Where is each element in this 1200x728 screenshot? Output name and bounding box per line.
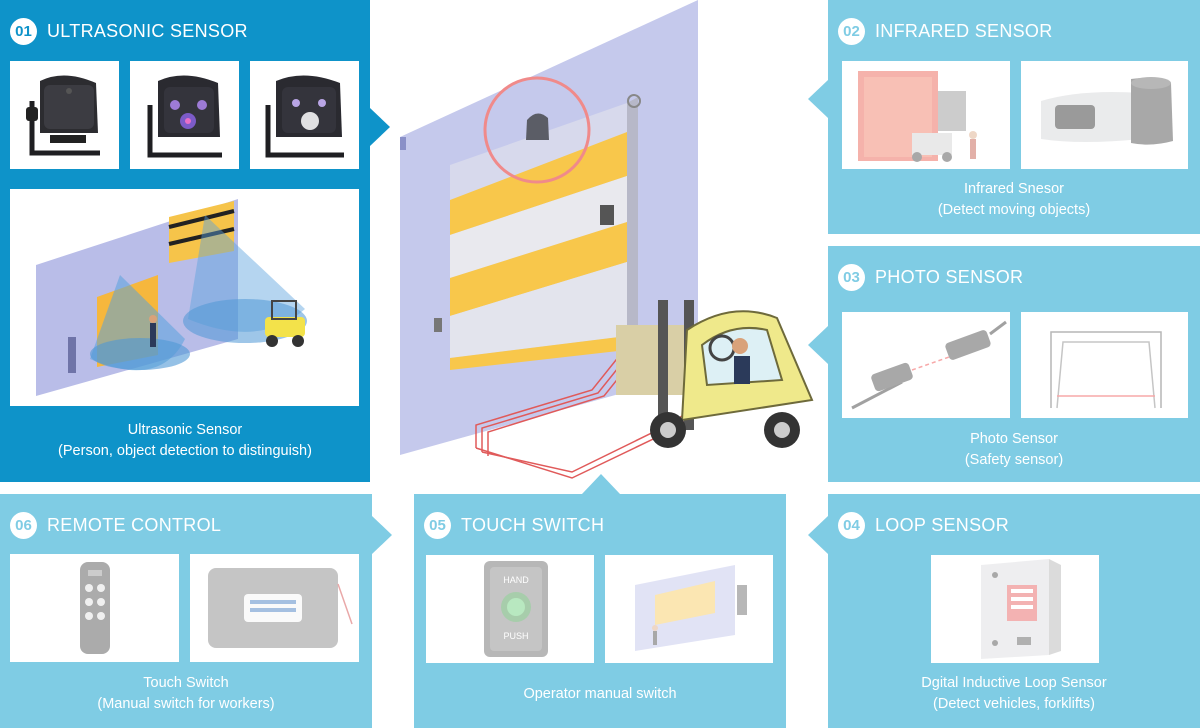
caption-line-1: Touch Switch — [143, 675, 229, 691]
panel-header: 04 LOOP SENSOR — [838, 512, 1009, 539]
photo-sensor-door-diagram[interactable] — [1021, 312, 1188, 418]
panel-title: TOUCH SWITCH — [461, 515, 605, 535]
arrow-left-icon — [808, 326, 828, 364]
number-badge: 03 — [838, 264, 865, 291]
loop-sensor-photo[interactable] — [931, 555, 1099, 663]
push-label-top: HAND — [503, 575, 529, 585]
panel-caption: Operator manual switch — [414, 684, 786, 705]
caption-line-2: (Detect vehicles, forklifts) — [933, 696, 1095, 712]
panel-infrared-sensor[interactable]: 02 INFRARED SENSOR Infrared Snesor (Dete… — [828, 0, 1200, 234]
caption-line-1: Infrared Snesor — [964, 181, 1064, 197]
arrow-left-icon — [808, 516, 828, 554]
panel-caption: Ultrasonic Sensor (Person, object detect… — [0, 420, 370, 462]
number-badge: 06 — [10, 512, 37, 539]
panel-caption: Touch Switch (Manual switch for workers) — [0, 673, 372, 715]
panel-ultrasonic-sensor[interactable]: 01 ULTRASONIC SENSOR — [0, 0, 370, 482]
panel-header: 06 REMOTE CONTROL — [10, 512, 221, 539]
panel-caption: Dgital Inductive Loop Sensor (Detect veh… — [828, 673, 1200, 715]
photo-sensor-photo[interactable] — [842, 312, 1010, 418]
panel-touch-switch[interactable]: 05 TOUCH SWITCH HAND PUSH Operator manua… — [414, 494, 786, 728]
panel-remote-control[interactable]: 06 REMOTE CONTROL Touch Switch (Manual s… — [0, 494, 372, 728]
arrow-right-icon — [372, 516, 392, 554]
caption-line-1: Ultrasonic Sensor — [127, 422, 243, 438]
caption-line-1: Dgital Inductive Loop Sensor — [921, 675, 1107, 691]
arrow-left-icon — [808, 80, 828, 118]
infrared-sensor-photo[interactable] — [1021, 61, 1188, 169]
panel-title: LOOP SENSOR — [875, 515, 1010, 535]
number-badge: 02 — [838, 18, 865, 45]
panel-photo-sensor[interactable]: 03 PHOTO SENSOR Photo Sensor (Safety sen… — [828, 246, 1200, 482]
door-sensor-scene — [372, 0, 826, 490]
push-button-switch-photo[interactable]: HAND PUSH — [426, 555, 594, 663]
panel-title: INFRARED SENSOR — [875, 21, 1053, 41]
panel-title: PHOTO SENSOR — [875, 267, 1024, 287]
ultrasonic-sensor-photo-2[interactable] — [130, 61, 239, 169]
panel-loop-sensor[interactable]: 04 LOOP SENSOR Dgital Inductive Loop Sen… — [828, 494, 1200, 728]
caption-line-2: (Detect moving objects) — [937, 202, 1091, 218]
remote-receiver-photo[interactable] — [190, 554, 359, 662]
arrow-right-icon — [370, 108, 390, 146]
push-label-bottom: PUSH — [503, 631, 528, 641]
arrow-up-icon — [582, 474, 620, 494]
number-badge: 01 — [10, 18, 37, 45]
caption-line-2: (Safety sensor) — [964, 452, 1064, 468]
panel-caption: Infrared Snesor (Detect moving objects) — [828, 179, 1200, 221]
caption-line-2: (Manual switch for workers) — [97, 696, 275, 712]
panel-caption: Photo Sensor (Safety sensor) — [828, 429, 1200, 471]
number-badge: 04 — [838, 512, 865, 539]
caption-line-2: (Person, object detection to distinguish… — [58, 443, 312, 459]
caption-line-1: Photo Sensor — [970, 431, 1058, 447]
infrared-door-photo[interactable] — [842, 61, 1010, 169]
panel-header: 03 PHOTO SENSOR — [838, 264, 1023, 291]
remote-control-photo[interactable] — [10, 554, 179, 662]
touch-switch-location-photo[interactable] — [605, 555, 773, 663]
panel-title: REMOTE CONTROL — [47, 515, 222, 535]
caption-line-1: Operator manual switch — [523, 686, 677, 702]
ultrasonic-sensor-photo-1[interactable] — [10, 61, 119, 169]
number-badge: 05 — [424, 512, 451, 539]
panel-header: 05 TOUCH SWITCH — [424, 512, 604, 539]
ultrasonic-sensor-photo-3[interactable] — [250, 61, 359, 169]
panel-header: 01 ULTRASONIC SENSOR — [10, 18, 248, 45]
panel-header: 02 INFRARED SENSOR — [838, 18, 1053, 45]
ultrasonic-detection-illustration[interactable] — [10, 189, 359, 406]
panel-title: ULTRASONIC SENSOR — [47, 21, 248, 41]
